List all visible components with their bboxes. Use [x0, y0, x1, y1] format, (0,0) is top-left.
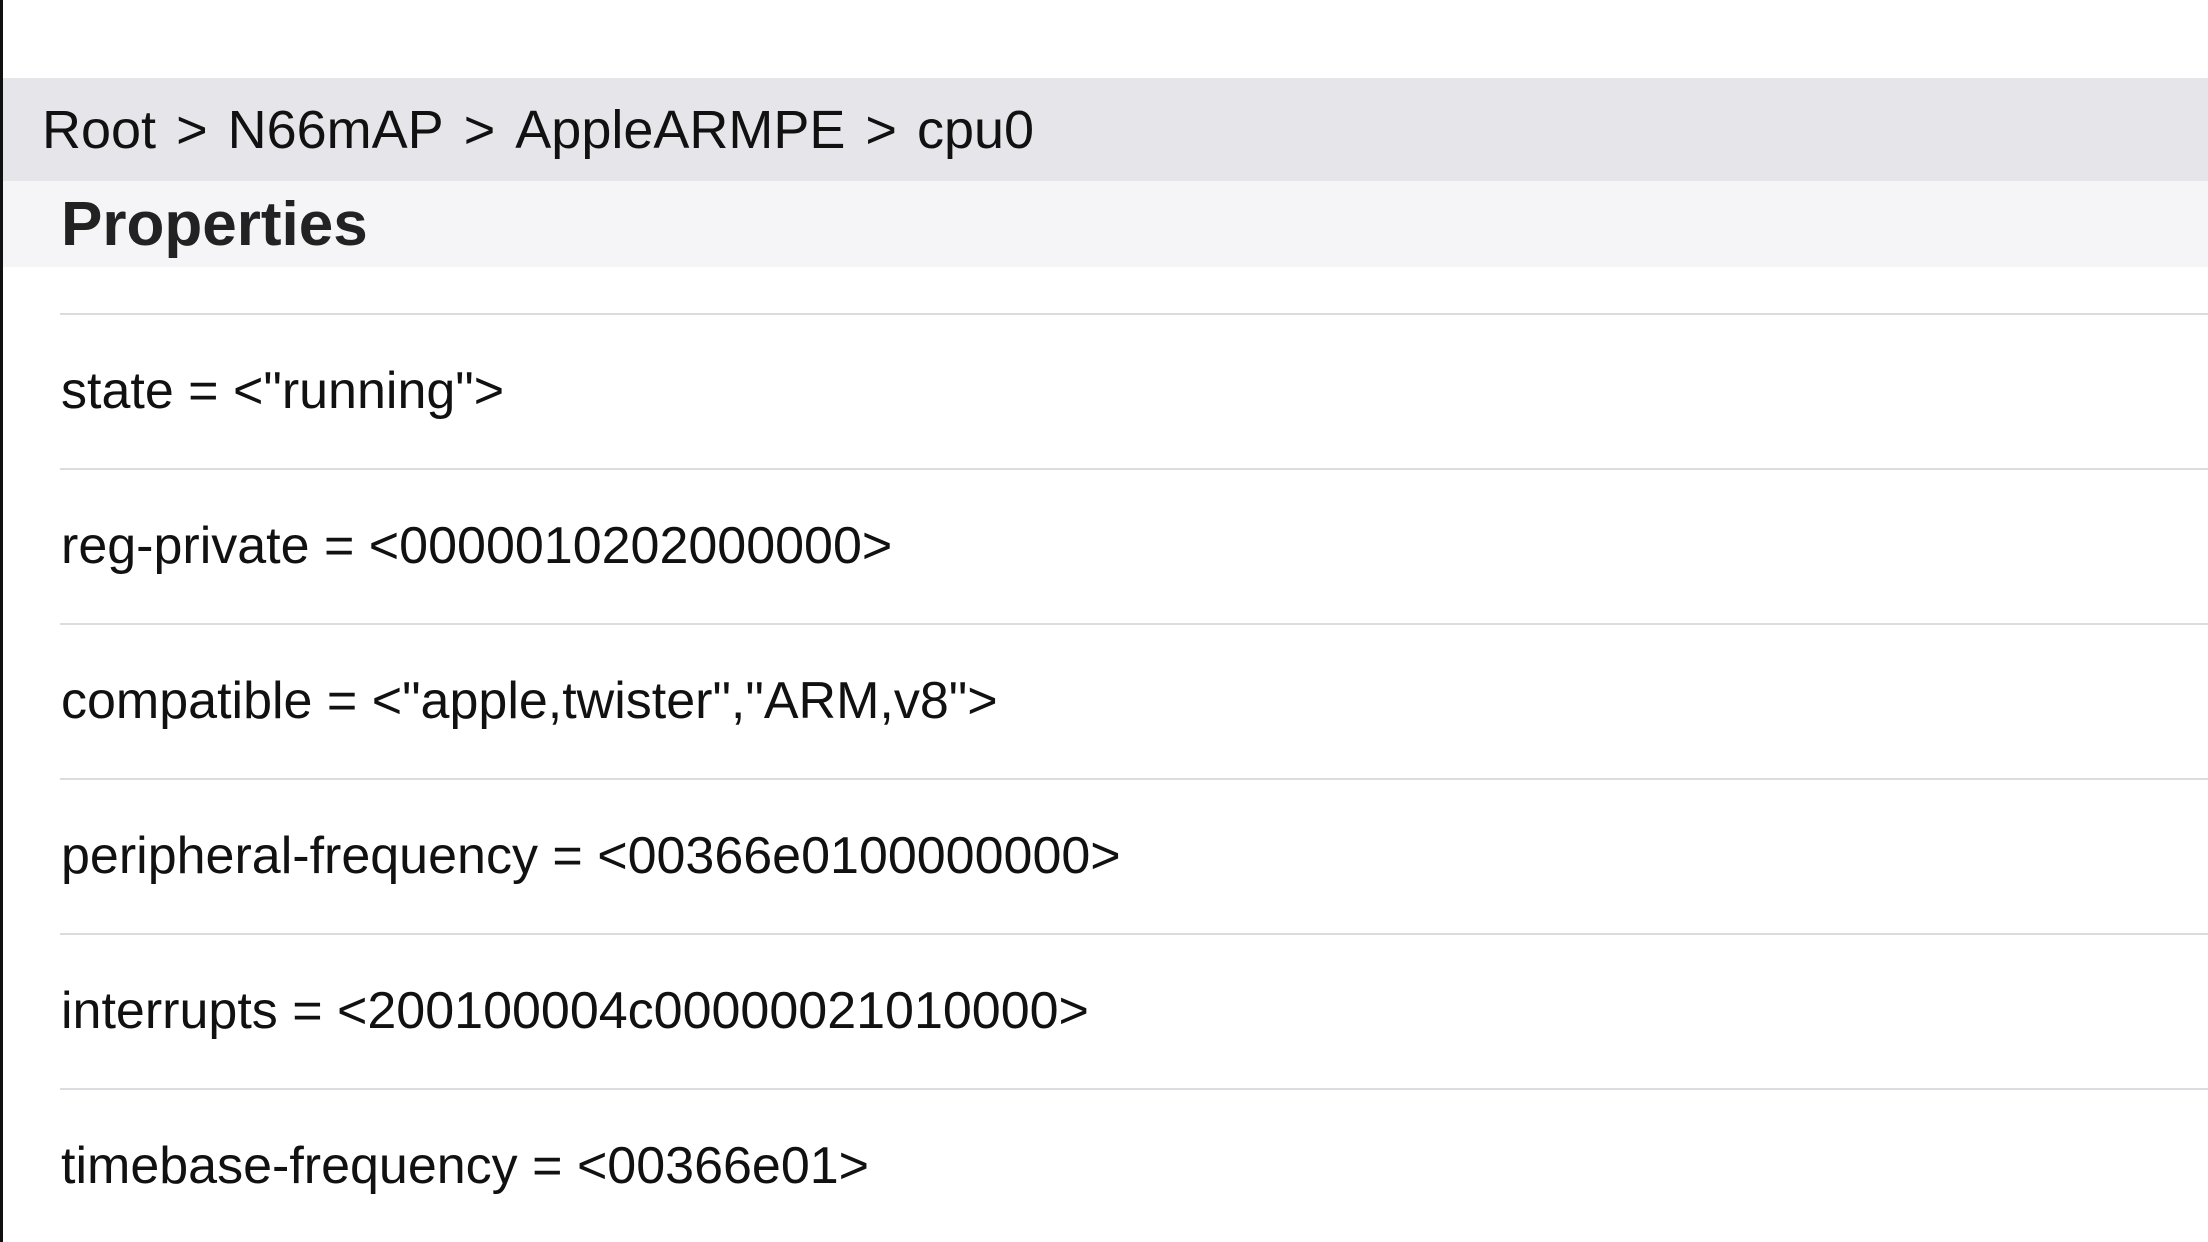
- section-header: Properties: [3, 181, 2208, 267]
- property-row-peripheral-frequency[interactable]: peripheral-frequency = <00366e0100000000…: [0, 778, 2208, 933]
- row-divider: [60, 1088, 2208, 1090]
- section-title: Properties: [61, 189, 368, 259]
- row-divider: [60, 623, 2208, 625]
- row-divider: [60, 468, 2208, 470]
- property-row-reg-private[interactable]: reg-private = <0000010202000000>: [0, 468, 2208, 623]
- breadcrumb-item-root[interactable]: Root: [42, 99, 157, 160]
- row-divider: [60, 933, 2208, 935]
- property-text: interrupts = <200100004c00000021010000>: [61, 981, 1089, 1040]
- property-text: timebase-frequency = <00366e01>: [61, 1136, 870, 1195]
- breadcrumb: Root > N66mAP > AppleARMPE > cpu0: [3, 78, 2208, 181]
- property-row-interrupts[interactable]: interrupts = <200100004c00000021010000>: [0, 933, 2208, 1088]
- breadcrumb-item-cpu0[interactable]: cpu0: [916, 99, 1035, 160]
- breadcrumb-item-applearmpe[interactable]: AppleARMPE: [515, 99, 846, 160]
- property-row-timebase-frequency[interactable]: timebase-frequency = <00366e01>: [0, 1088, 2208, 1242]
- breadcrumb-separator: >: [463, 99, 496, 160]
- property-text: state = <"running">: [61, 361, 505, 420]
- property-text: reg-private = <0000010202000000>: [61, 516, 893, 575]
- properties-list: state = <"running"> reg-private = <00000…: [0, 313, 2208, 1242]
- property-row-compatible[interactable]: compatible = <"apple,twister","ARM,v8">: [0, 623, 2208, 778]
- window-edge: [0, 0, 3, 1242]
- row-divider: [60, 313, 2208, 315]
- property-row-state[interactable]: state = <"running">: [0, 313, 2208, 468]
- breadcrumb-separator: >: [865, 99, 897, 160]
- breadcrumb-item-n66map[interactable]: N66mAP: [227, 99, 444, 160]
- breadcrumb-separator: >: [176, 99, 208, 160]
- row-divider: [60, 778, 2208, 780]
- property-text: compatible = <"apple,twister","ARM,v8">: [61, 671, 998, 730]
- property-text: peripheral-frequency = <00366e0100000000…: [61, 826, 1121, 885]
